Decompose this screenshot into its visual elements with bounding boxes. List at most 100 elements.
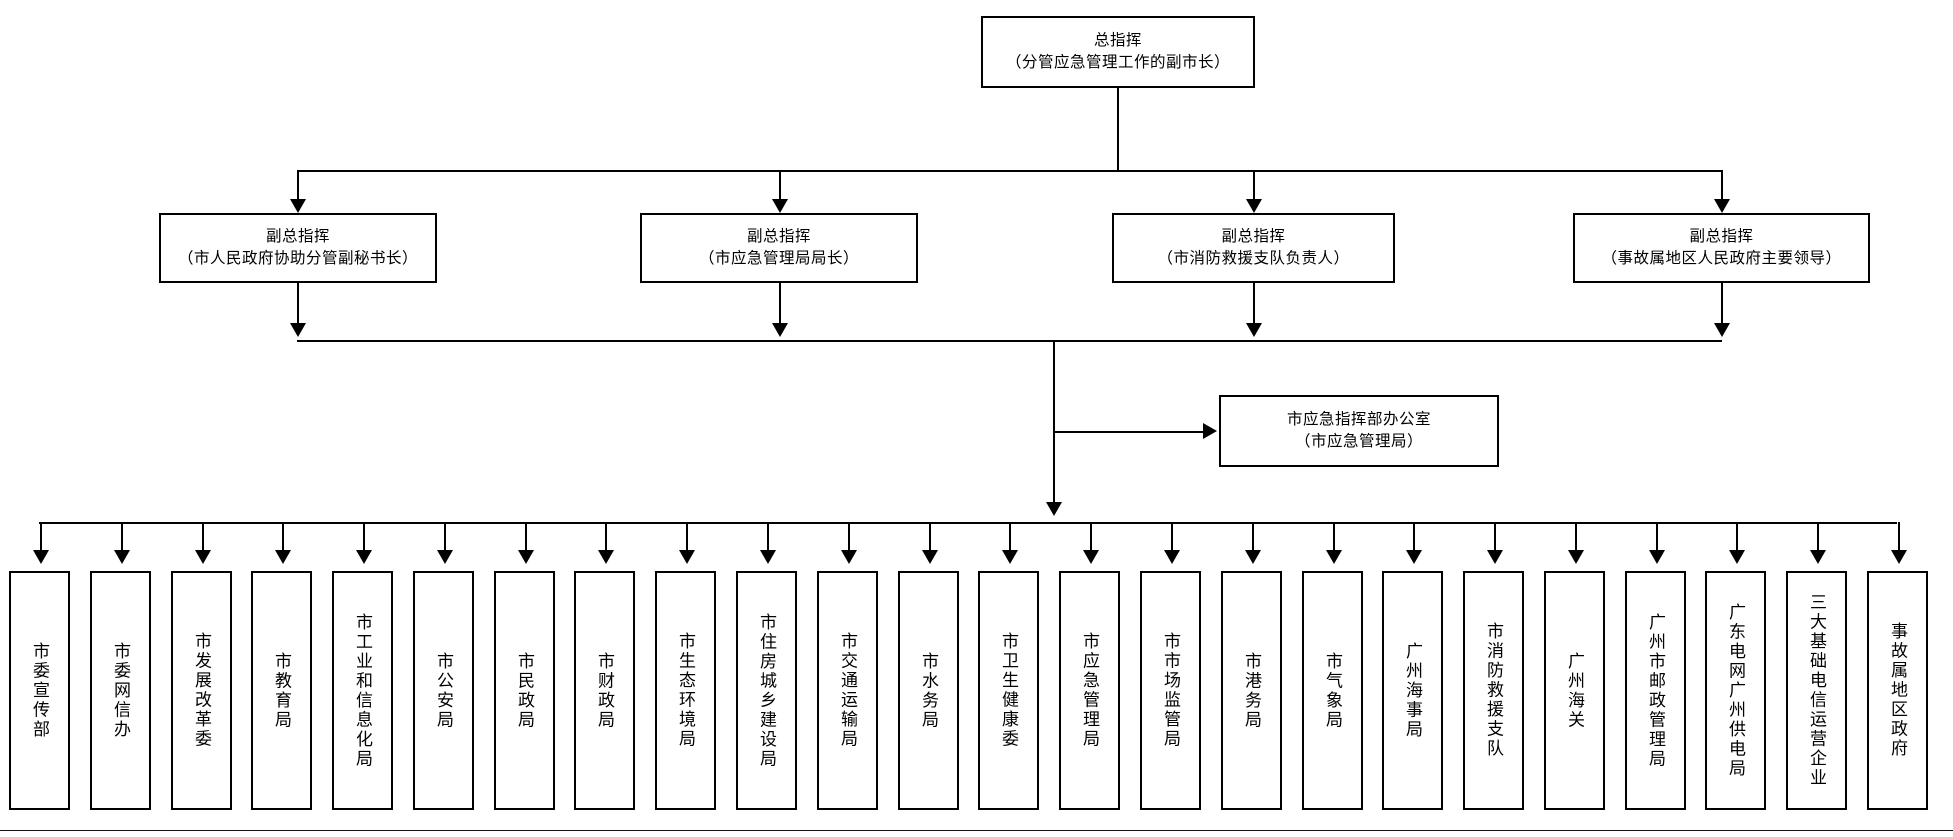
node-command-office[interactable]: 市应急指挥部办公室 （市应急管理局） — [1219, 395, 1499, 467]
arrow-department-icon — [1649, 550, 1665, 564]
connector-department-drop — [1009, 522, 1011, 551]
arrow-deputy-2-icon — [1246, 199, 1262, 213]
node-deputy-commander-4[interactable]: 副总指挥 （事故属地区人民政府主要领导） — [1573, 213, 1870, 283]
node-department-label: 市民政局 — [515, 651, 535, 730]
arrow-main-trunk-icon — [1046, 502, 1062, 516]
connector-department-drop — [605, 522, 607, 551]
node-department[interactable]: 三大基础电信运营企业 — [1786, 571, 1847, 810]
node-deputy-commander-3[interactable]: 副总指挥 （市消防救援支队负责人） — [1112, 213, 1395, 283]
node-department[interactable]: 广州海事局 — [1382, 571, 1443, 810]
node-department-label: 市水务局 — [919, 651, 939, 730]
arrow-department-icon — [437, 550, 453, 564]
node-department-label: 市卫生健康委 — [999, 632, 1019, 749]
node-department-label: 事故属地区政府 — [1888, 622, 1908, 759]
node-department[interactable]: 市委宣传部 — [9, 571, 70, 810]
node-department[interactable]: 市财政局 — [574, 571, 635, 810]
connector-department-drop — [1252, 522, 1254, 551]
connector-department-drop — [363, 522, 365, 551]
arrow-department-icon — [1729, 550, 1745, 564]
node-department-label: 市教育局 — [272, 651, 292, 730]
connector-deputy-out-0 — [297, 283, 299, 325]
node-department[interactable]: 市应急管理局 — [1059, 571, 1120, 810]
arrow-department-icon — [356, 550, 372, 564]
node-department[interactable]: 市市场监管局 — [1140, 571, 1201, 810]
node-department[interactable]: 事故属地区政府 — [1867, 571, 1928, 810]
connector-department-drop — [1817, 522, 1819, 551]
connector-department-drop — [1736, 522, 1738, 551]
node-department-label: 市住房城乡建设局 — [757, 612, 777, 769]
arrow-department-icon — [1083, 550, 1099, 564]
connector-department-drop — [1090, 522, 1092, 551]
node-command-office-label: 市应急指挥部办公室 （市应急管理局） — [1286, 410, 1431, 450]
node-department[interactable]: 市气象局 — [1302, 571, 1363, 810]
node-department-label: 市生态环境局 — [676, 632, 696, 749]
connector-department-drop — [686, 522, 688, 551]
node-department[interactable]: 市委网信办 — [90, 571, 151, 810]
node-department[interactable]: 市交通运输局 — [817, 571, 878, 810]
arrow-merge-1-icon — [772, 323, 788, 337]
node-department-label: 市公安局 — [434, 651, 454, 730]
arrow-department-icon — [1406, 550, 1422, 564]
node-department[interactable]: 市生态环境局 — [655, 571, 716, 810]
node-department-label: 广州海事局 — [1403, 641, 1423, 740]
node-department[interactable]: 市港务局 — [1221, 571, 1282, 810]
arrow-merge-0-icon — [290, 323, 306, 337]
arrow-merge-2-icon — [1246, 323, 1262, 337]
node-department-label: 广州海关 — [1565, 651, 1585, 730]
arrow-department-icon — [518, 550, 534, 564]
node-department-label: 市市场监管局 — [1161, 632, 1181, 749]
connector-deputy-out-3 — [1721, 283, 1723, 325]
node-deputy-commander-1[interactable]: 副总指挥 （市人民政府协助分管副秘书长） — [159, 213, 437, 283]
node-department[interactable]: 广州海关 — [1544, 571, 1605, 810]
arrow-department-icon — [114, 550, 130, 564]
node-department[interactable]: 市卫生健康委 — [978, 571, 1039, 810]
node-deputy-commander-3-label: 副总指挥 （市消防救援支队负责人） — [1157, 227, 1350, 267]
arrow-department-icon — [1487, 550, 1503, 564]
connector-department-drop — [282, 522, 284, 551]
connector-department-drop — [1575, 522, 1577, 551]
arrow-department-icon — [1002, 550, 1018, 564]
arrow-deputy-1-icon — [772, 199, 788, 213]
node-deputy-commander-1-label: 副总指挥 （市人民政府协助分管副秘书长） — [177, 227, 418, 267]
node-department[interactable]: 市公安局 — [413, 571, 474, 810]
arrow-deputy-0-icon — [290, 199, 306, 213]
node-department-label: 市工业和信息化局 — [353, 612, 373, 769]
connector-department-drop — [1171, 522, 1173, 551]
connector-department-drop — [1494, 522, 1496, 551]
node-department-label: 市财政局 — [595, 651, 615, 730]
arrow-department-icon — [195, 550, 211, 564]
node-department[interactable]: 广州市邮政管理局 — [1625, 571, 1686, 810]
node-department[interactable]: 市教育局 — [251, 571, 312, 810]
connector-deputy-drop-0 — [297, 170, 299, 201]
node-department[interactable]: 市工业和信息化局 — [332, 571, 393, 810]
node-chief-commander[interactable]: 总指挥 （分管应急管理工作的副市长） — [981, 16, 1255, 88]
connector-deputy-out-2 — [1253, 283, 1255, 325]
node-department[interactable]: 广东电网广州供电局 — [1705, 571, 1766, 810]
node-department-label: 三大基础电信运营企业 — [1807, 593, 1827, 788]
node-department[interactable]: 市消防救援支队 — [1463, 571, 1524, 810]
arrow-department-icon — [1326, 550, 1342, 564]
connector-department-drop — [202, 522, 204, 551]
arrow-department-icon — [679, 550, 695, 564]
node-chief-commander-label: 总指挥 （分管应急管理工作的副市长） — [1005, 31, 1230, 71]
node-department[interactable]: 市发展改革委 — [171, 571, 232, 810]
node-department[interactable]: 市水务局 — [898, 571, 959, 810]
node-department[interactable]: 市民政局 — [494, 571, 555, 810]
node-department-label: 市气象局 — [1323, 651, 1343, 730]
connector-department-bus — [39, 522, 1897, 524]
arrow-department-icon — [1164, 550, 1180, 564]
arrow-department-icon — [1810, 550, 1826, 564]
connector-collector-bus — [297, 340, 1722, 342]
node-deputy-commander-2[interactable]: 副总指挥 （市应急管理局局长） — [640, 213, 918, 283]
node-department[interactable]: 市住房城乡建设局 — [736, 571, 797, 810]
connector-department-drop — [40, 522, 42, 551]
connector-department-drop — [1898, 522, 1900, 551]
node-department-label: 市应急管理局 — [1080, 632, 1100, 749]
arrow-department-icon — [275, 550, 291, 564]
connector-deputy-drop-2 — [1253, 170, 1255, 201]
connector-deputy-drop-3 — [1721, 170, 1723, 201]
arrow-merge-3-icon — [1714, 323, 1730, 337]
node-department-label: 市发展改革委 — [192, 632, 212, 749]
page-bottom-rule — [0, 830, 1953, 831]
connector-department-drop — [444, 522, 446, 551]
